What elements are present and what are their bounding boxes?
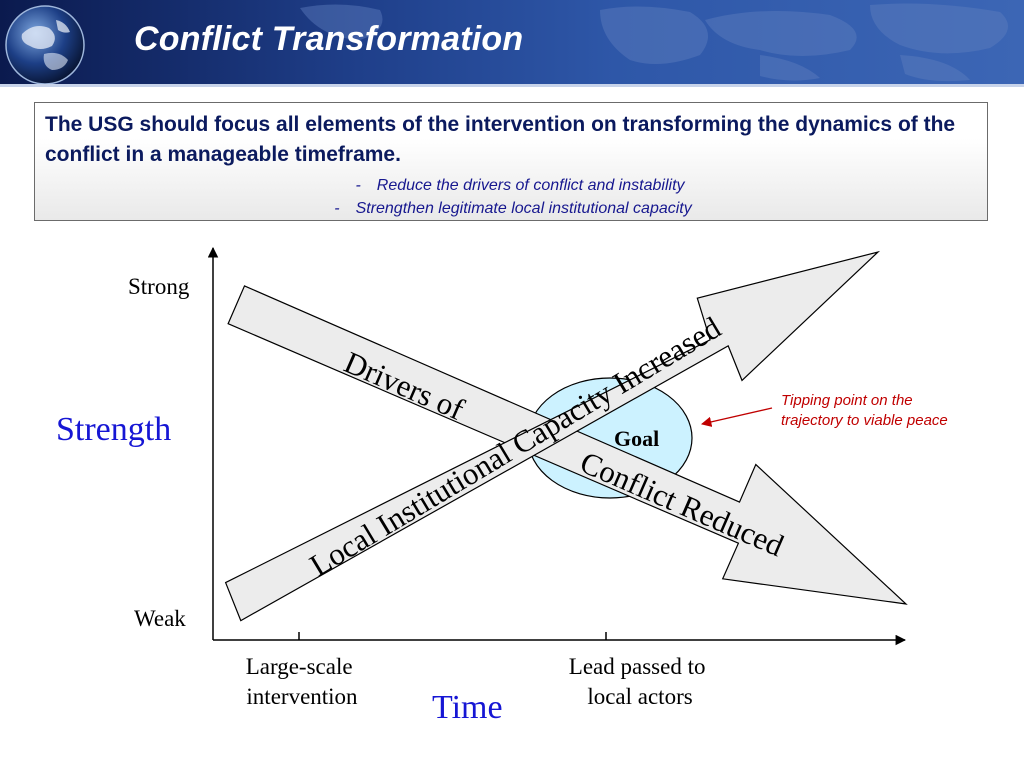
globe-logo <box>5 5 85 84</box>
bullet-dash: - <box>355 177 361 194</box>
world-map-background <box>300 3 1008 82</box>
summary-bullet: -Reduce the drivers of conflict and inst… <box>35 174 989 197</box>
tipping-point-pointer <box>700 407 773 427</box>
y-axis-title: Strength <box>56 411 171 448</box>
bullet-dash: - <box>334 200 340 217</box>
summary-box: The USG should focus all elements of the… <box>34 102 988 221</box>
drivers-reduced-arrow <box>227 285 908 605</box>
summary-bullet-list: -Reduce the drivers of conflict and inst… <box>35 174 989 220</box>
page-title: Conflict Transformation <box>134 20 524 58</box>
x-axis-tick-label: Large-scale intervention <box>246 654 359 709</box>
x-axis-tick-label: Lead passed to local actors <box>569 654 711 709</box>
x-axis-title: Time <box>432 689 503 726</box>
tipping-point-annotation: Tipping point on the trajectory to viabl… <box>781 392 948 429</box>
capacity-increased-arrow <box>224 250 881 622</box>
bullet-text: Strengthen legitimate local institutiona… <box>355 200 692 217</box>
y-axis-top-label: Strong <box>128 274 190 299</box>
summary-bullet: -Strengthen legitimate local institution… <box>35 197 989 220</box>
y-axis-bottom-label: Weak <box>134 606 186 631</box>
bullet-text: Reduce the drivers of conflict and insta… <box>376 177 685 194</box>
summary-lead-text: The USG should focus all elements of the… <box>45 113 956 166</box>
title-banner: Conflict Transformation <box>0 0 1024 84</box>
goal-label: Goal <box>614 426 659 451</box>
header-divider <box>0 84 1024 87</box>
